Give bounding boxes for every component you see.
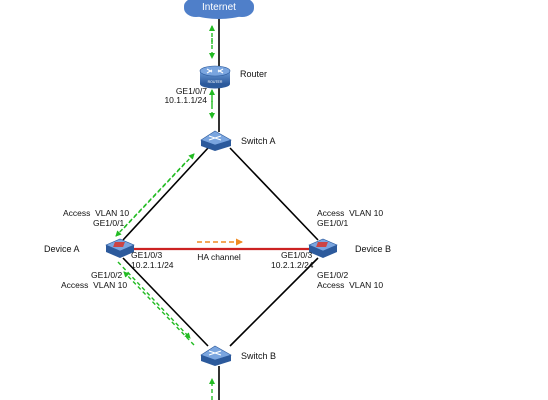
link-device-b-switch-b xyxy=(229,257,319,347)
switch-a-label: Switch A xyxy=(241,136,276,146)
traffic-arrow-device-a-to-switch-b xyxy=(117,261,191,339)
switch-b-label: Switch B xyxy=(241,351,276,361)
ha-channel-label: HA channel xyxy=(197,252,241,262)
traffic-arrow-device-a-to-switch-a xyxy=(123,153,195,229)
device-a-ha-ip: 10.2.1.1/24 xyxy=(131,260,174,270)
device-a-node[interactable]: Device A Access VLAN 10 GE1/0/1 GE1/0/3 … xyxy=(44,208,174,290)
device-b-node[interactable]: Device B Access VLAN 10 GE1/0/1 GE1/0/3 … xyxy=(271,208,391,290)
link-switch-a-device-a xyxy=(122,147,209,241)
traffic-arrow-switch-b-to-device-a xyxy=(123,271,195,346)
traffic-arrows xyxy=(115,25,215,400)
device-b-up-port: GE1/0/1 xyxy=(317,218,348,228)
router-ip-label: 10.1.1.1/24 xyxy=(164,95,207,105)
device-a-down-port: GE1/0/2 xyxy=(91,270,122,280)
device-a-up-vlan: Access VLAN 10 xyxy=(63,208,129,218)
router-label: Router xyxy=(240,69,267,79)
device-b-down-vlan: Access VLAN 10 xyxy=(317,280,383,290)
internet-cloud[interactable]: Internet xyxy=(184,0,254,19)
firewall-icon xyxy=(308,238,338,258)
switch-b-node[interactable]: Switch B xyxy=(200,345,276,366)
internet-label: Internet xyxy=(202,2,236,13)
link-switch-a-device-b xyxy=(229,147,319,241)
router-icon: ROUTER xyxy=(199,65,231,89)
router-badge: ROUTER xyxy=(208,80,223,84)
device-a-label: Device A xyxy=(44,244,80,254)
link-device-a-switch-b xyxy=(122,257,209,347)
router-node[interactable]: ROUTER Router GE1/0/7 10.1.1.1/24 xyxy=(164,65,267,105)
device-b-up-vlan: Access VLAN 10 xyxy=(317,208,383,218)
switch-icon xyxy=(200,345,232,366)
device-b-ha-ip: 10.2.1.2/24 xyxy=(271,260,314,270)
switch-a-node[interactable]: Switch A xyxy=(200,130,276,151)
device-b-down-port: GE1/0/2 xyxy=(317,270,348,280)
device-b-ha-port: GE1/0/3 xyxy=(281,250,312,260)
device-a-ha-port: GE1/0/3 xyxy=(131,250,162,260)
device-b-label: Device B xyxy=(355,244,391,254)
device-a-down-vlan: Access VLAN 10 xyxy=(61,280,127,290)
switch-icon xyxy=(200,130,232,151)
physical-links xyxy=(122,18,319,400)
device-a-up-port: GE1/0/1 xyxy=(93,218,124,228)
firewall-icon xyxy=(105,238,135,258)
router-port-label: GE1/0/7 xyxy=(176,86,207,96)
